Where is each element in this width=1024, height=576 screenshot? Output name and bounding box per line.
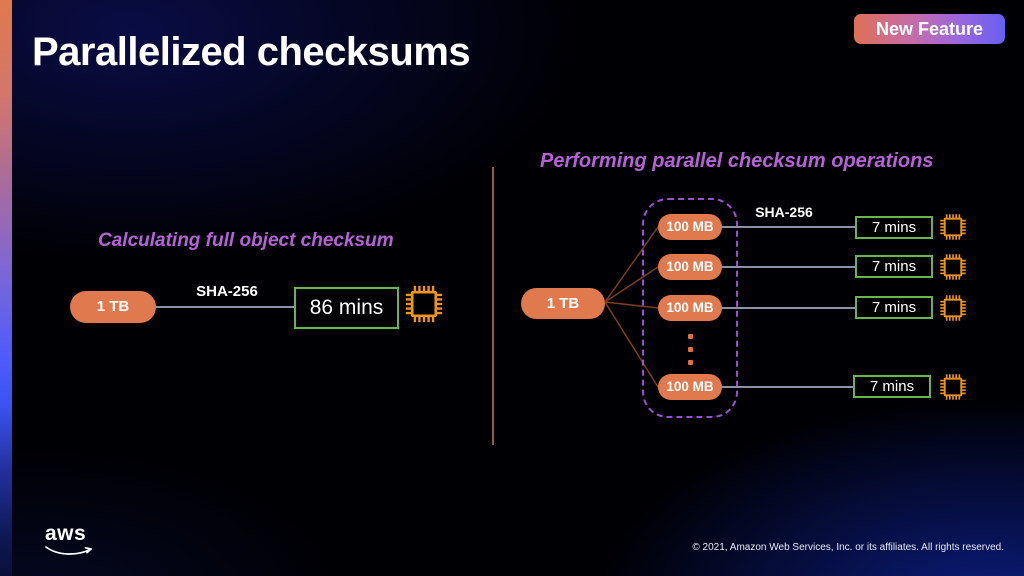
left-diagram-heading: Calculating full object checksum — [98, 230, 394, 251]
chunk-result-box: 7 mins — [855, 296, 933, 319]
new-feature-badge: New Feature — [854, 14, 1005, 44]
right-diagram-heading: Performing parallel checksum operations — [540, 150, 934, 172]
left-result-box: 86 mins — [294, 287, 399, 329]
ellipsis-dot — [688, 347, 693, 352]
chunk-pill: 100 MB — [658, 295, 722, 321]
cpu-chip-icon — [939, 213, 967, 241]
chunk-result-box: 7 mins — [855, 255, 933, 278]
left-sha-label: SHA-256 — [196, 283, 258, 300]
cpu-chip-icon — [939, 253, 967, 281]
aws-logo: aws — [45, 522, 87, 545]
cpu-chip-icon — [939, 373, 967, 401]
copyright-text: © 2021, Amazon Web Services, Inc. or its… — [692, 542, 1004, 553]
chunk-result-box: 7 mins — [855, 216, 933, 239]
left-input-pill: 1 TB — [70, 291, 156, 323]
left-gradient-stripe — [0, 0, 12, 576]
ellipsis-dot — [688, 334, 693, 339]
left-connector-line — [156, 306, 295, 308]
fanout-lines — [604, 226, 659, 388]
right-input-pill: 1 TB — [521, 288, 605, 319]
chunk-pill: 100 MB — [658, 254, 722, 280]
section-divider-line — [492, 167, 494, 445]
aws-logo-smile-icon — [45, 546, 92, 555]
chunk-connector-line — [721, 307, 855, 309]
chunk-pill: 100 MB — [658, 214, 722, 240]
page-title: Parallelized checksums — [32, 30, 471, 74]
cpu-chip-icon — [404, 284, 444, 324]
chunk-result-box: 7 mins — [853, 375, 931, 398]
chunk-connector-line — [721, 266, 855, 268]
cpu-chip-icon — [939, 294, 967, 322]
chunk-pill: 100 MB — [658, 374, 722, 400]
chunk-connector-line — [721, 386, 853, 388]
chunk-connector-line — [721, 226, 855, 228]
right-sha-label: SHA-256 — [755, 204, 813, 220]
ellipsis-dot — [688, 360, 693, 365]
